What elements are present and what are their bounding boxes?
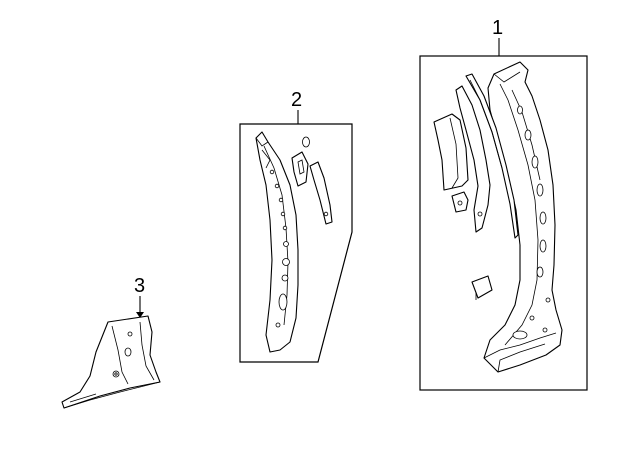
part-1-mid-bracket <box>455 85 491 233</box>
part-2-group[interactable]: 2 <box>239 89 353 363</box>
part-1-main-pillar <box>483 61 563 373</box>
part-3-group[interactable]: 3 <box>61 275 161 409</box>
part-1-left-panel <box>433 113 469 191</box>
part-2-frame <box>239 123 353 363</box>
part-1-pillar-base <box>483 332 557 373</box>
part-1-small-plate-lower <box>471 275 493 299</box>
part-2-inner-pillar <box>255 131 299 353</box>
part-1-strip-edge <box>469 79 503 169</box>
part-1-group[interactable]: 1 <box>419 17 588 391</box>
part-2-slot <box>297 159 305 175</box>
part-1-pillar-inner-line <box>499 83 539 346</box>
part-3-holes <box>112 331 133 378</box>
part-2-narrow-bracket <box>309 161 333 225</box>
part-2-pillar-top <box>255 137 271 169</box>
callout-2-label: 2 <box>291 89 302 111</box>
callout-3-label: 3 <box>134 275 145 297</box>
part-3-lower-trim <box>61 315 161 409</box>
part-1-mid-bracket-hole <box>477 211 483 217</box>
part-1-left-panel-fold <box>449 117 459 189</box>
part-1-pillar-holes <box>512 105 551 340</box>
part-1-small-plate-upper-hole <box>457 200 463 206</box>
part-3-inner-fold <box>111 321 155 385</box>
part-2-slot-bracket <box>291 151 309 187</box>
part-2-oval-grommet <box>302 136 310 148</box>
callout-3-arrowhead <box>136 312 144 318</box>
callout-1-label: 1 <box>492 17 503 39</box>
part-3-flange <box>63 381 161 409</box>
part-2-pillar-holes <box>269 169 290 328</box>
part-1-frame <box>419 55 588 391</box>
part-2-narrow-bracket-hole <box>323 211 329 217</box>
